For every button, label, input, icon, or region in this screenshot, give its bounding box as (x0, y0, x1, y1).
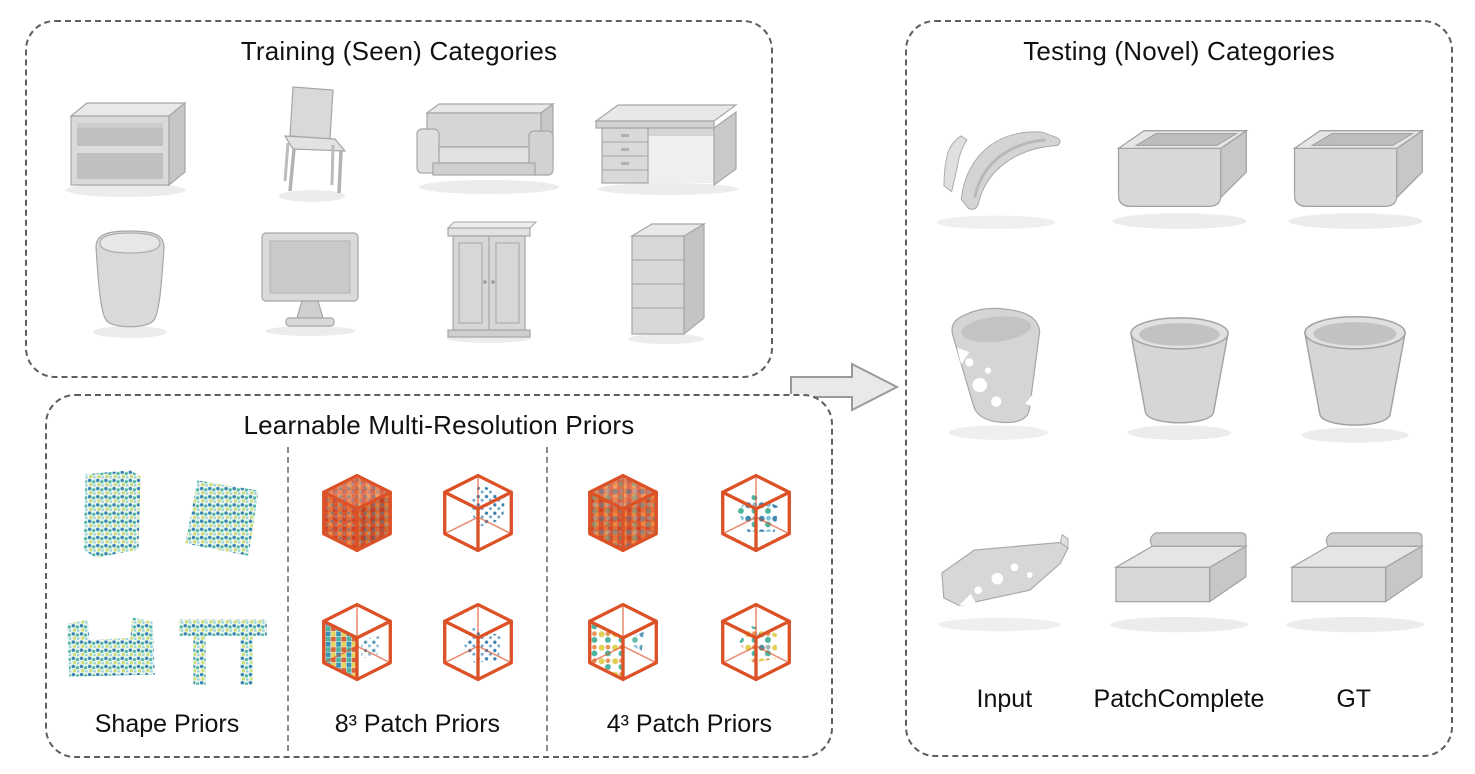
patch8-priors-section: 8³ Patch Priors (289, 447, 548, 751)
patch4-cluster2-cube-icon (721, 602, 792, 681)
cup-completed-object (1102, 290, 1257, 445)
bench-gt-icon (1285, 531, 1425, 633)
testing-results-grid (907, 75, 1451, 675)
monitor-object (240, 221, 380, 339)
bathtub-gt-icon (1288, 130, 1423, 230)
patch4-priors-label: 4³ Patch Priors (606, 710, 773, 738)
bookshelf-icon (65, 101, 187, 197)
cup-gt-icon (1300, 315, 1410, 443)
trash-bin-icon (93, 229, 167, 338)
cup-gt-object (1275, 288, 1435, 448)
patch4-priors-section: 4³ Patch Priors (548, 447, 831, 751)
desk-icon (593, 103, 738, 195)
patch8-priors-label: 8³ Patch Priors (334, 710, 501, 738)
sofa-icon (415, 102, 559, 194)
wardrobe-object (434, 214, 544, 346)
shape-priors-section: Shape Priors (47, 447, 289, 751)
bench-input-object (917, 504, 1089, 642)
patchcomplete-column-label: PatchComplete (1093, 685, 1265, 713)
priors-title: Learnable Multi-Resolution Priors (243, 410, 635, 440)
bathtub-input-object (919, 103, 1087, 238)
sofa-object (403, 85, 575, 197)
bathtub-partial-icon (936, 130, 1061, 229)
cup-completed-icon (1126, 317, 1232, 441)
patch8-cluster-cube-icon (442, 602, 513, 681)
trash-bin-object (78, 219, 183, 341)
monitor-icon (260, 231, 359, 336)
training-objects-grid (27, 67, 771, 357)
training-title: Training (Seen) Categories (240, 36, 558, 66)
bench-partial-icon (938, 533, 1069, 631)
panel-voxel-cloud-icon (185, 480, 259, 557)
priors-panel: Learnable Multi-Resolution Priors (45, 394, 833, 758)
chair-icon (279, 85, 347, 202)
bench-completed-icon (1109, 531, 1249, 633)
chair-object (257, 77, 362, 205)
desk-object (582, 85, 754, 197)
patch4-priors-grid (552, 449, 827, 706)
patch4-cluster-cube-icon (721, 474, 792, 553)
testing-column-labels: Input PatchComplete GT (907, 685, 1451, 714)
shape-priors-grid (51, 449, 283, 706)
bookshelf-object (51, 82, 211, 200)
wardrobe-icon (446, 221, 537, 343)
patch8-dense-cube-icon (322, 474, 393, 553)
bench-completed-object (1093, 504, 1265, 642)
patch8-priors-grid (293, 449, 542, 706)
patch8-sparse-cube-icon (442, 474, 513, 553)
testing-title: Testing (Novel) Categories (1023, 36, 1335, 66)
sofa-voxel-cloud-icon (67, 617, 155, 677)
input-column-label: Input (976, 685, 1033, 713)
bathtub-completed-object (1093, 101, 1265, 239)
table-voxel-cloud-icon (179, 619, 267, 685)
patch8-mixed-cube-icon (322, 602, 393, 681)
bathtub-completed-icon (1112, 130, 1247, 230)
bathtub-gt-object (1269, 101, 1441, 239)
testing-panel: Testing (Novel) Categories (905, 20, 1453, 757)
cup-input-object (926, 290, 1081, 445)
priors-columns: Shape Priors (47, 447, 831, 751)
cabinet-voxel-cloud-icon (83, 470, 141, 559)
training-panel: Training (Seen) Categories (25, 20, 773, 378)
cup-partial-icon (948, 307, 1048, 440)
cabinet-object (614, 214, 722, 346)
cabinet-icon (627, 222, 706, 344)
patch4-dense-cube-icon (587, 474, 658, 553)
patch4-mixed-cube-icon (587, 602, 658, 681)
bench-gt-object (1269, 504, 1441, 642)
shape-priors-label: Shape Priors (94, 710, 240, 738)
gt-column-label: GT (1336, 685, 1372, 713)
